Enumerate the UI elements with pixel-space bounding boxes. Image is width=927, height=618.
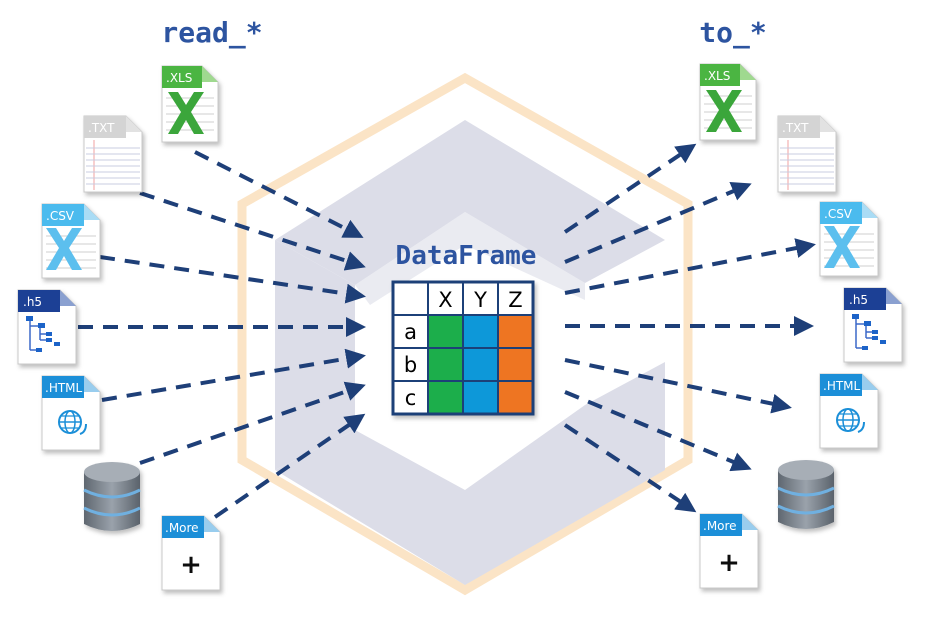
- svg-text:.HTML: .HTML: [823, 379, 861, 393]
- txt-file-icon: .TXT: [777, 115, 837, 193]
- html-file-icon: .HTML: [41, 375, 101, 451]
- row-label-c: c: [405, 386, 417, 410]
- row-label-b: b: [404, 353, 417, 377]
- read-heading: read_*: [161, 16, 262, 49]
- read-arrow-sql: [139, 381, 366, 465]
- read-arrow-txt: [139, 191, 366, 271]
- svg-text:.XLS: .XLS: [704, 69, 730, 83]
- row-label-a: a: [404, 320, 417, 344]
- svg-text:.h5: .h5: [23, 295, 42, 309]
- write-arrow-txt: [564, 181, 752, 264]
- column-header-y: Y: [473, 288, 487, 312]
- read-arrow-xls: [194, 150, 364, 238]
- read-arrows: [78, 150, 366, 519]
- svg-text:.CSV: .CSV: [824, 207, 853, 221]
- read-arrow-more: [213, 413, 366, 519]
- dataframe-table: X Y Z a b c: [391, 280, 535, 416]
- column-header-x: X: [438, 288, 452, 312]
- write-arrow-xls: [563, 143, 697, 234]
- svg-text:.TXT: .TXT: [782, 121, 809, 135]
- column-y-cells: [463, 315, 498, 414]
- svg-text:+: +: [718, 548, 740, 578]
- csv-file-icon: .CSV: [819, 201, 879, 277]
- dataframe-title: DataFrame: [396, 241, 537, 271]
- read-arrow-html: [101, 348, 366, 402]
- h5-file-icon: .h5: [843, 287, 903, 363]
- write-arrow-sql: [564, 390, 752, 472]
- column-z-cells: [498, 315, 533, 414]
- write-arrow-more: [563, 423, 697, 513]
- more-file-icon: .More +: [161, 515, 221, 591]
- svg-text:.More: .More: [703, 519, 737, 533]
- svg-text:+: +: [180, 550, 202, 580]
- pandas-logo-watermark: [275, 120, 665, 585]
- svg-text:.XLS: .XLS: [166, 71, 192, 85]
- h5-file-icon: .h5: [17, 289, 77, 365]
- read-arrow-csv: [99, 255, 366, 304]
- background-hexagon: [237, 72, 693, 596]
- column-x-cells: [428, 315, 463, 414]
- svg-text:.HTML: .HTML: [45, 381, 83, 395]
- xls-file-icon: .XLS: [161, 65, 219, 143]
- svg-text:.CSV: .CSV: [46, 209, 75, 223]
- txt-file-icon: .TXT: [83, 115, 143, 193]
- csv-file-icon: .CSV: [41, 203, 101, 279]
- xls-file-icon: .XLS: [699, 63, 757, 141]
- write-arrows: [563, 143, 816, 513]
- write-heading: to_*: [699, 16, 766, 49]
- database-icon: [83, 462, 141, 531]
- write-arrow-csv: [564, 238, 816, 295]
- svg-text:.h5: .h5: [849, 293, 868, 307]
- write-arrow-html: [564, 358, 792, 414]
- svg-text:.More: .More: [165, 521, 199, 535]
- html-file-icon: .HTML: [819, 373, 879, 449]
- database-icon: [777, 460, 835, 529]
- more-file-icon: .More +: [699, 513, 759, 589]
- svg-text:.TXT: .TXT: [88, 121, 115, 135]
- column-header-z: Z: [508, 288, 522, 312]
